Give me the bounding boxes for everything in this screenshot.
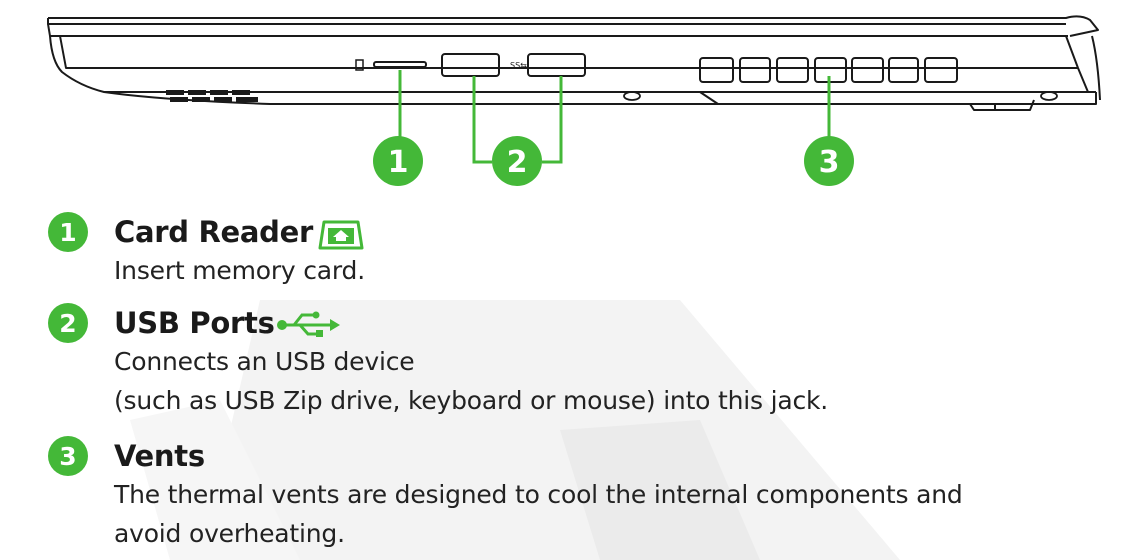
callout-title-usb-ports: USB Ports — [114, 306, 275, 340]
card-reader-slot — [355, 59, 427, 71]
usb-port-2 — [527, 53, 586, 77]
callout-desc-usb-ports-line-2: (such as USB Zip drive, keyboard or mous… — [114, 386, 829, 415]
marker-1: 1 — [373, 136, 423, 186]
usb-port-marking: SS⇆ — [510, 61, 527, 70]
svg-text:3: 3 — [819, 145, 840, 180]
callout-number-2: 2 — [48, 303, 88, 343]
svg-text:1: 1 — [388, 145, 409, 180]
usb-port-1 — [441, 53, 500, 77]
usb-icon — [277, 311, 340, 337]
callout-number-1: 1 — [48, 212, 88, 252]
card-reader-icon — [318, 220, 364, 250]
callout-title-card-reader: Card Reader — [114, 215, 314, 249]
svg-text:2: 2 — [507, 145, 528, 180]
marker-3: 3 — [804, 136, 854, 186]
laptop-side-view: SS⇆ 1 2 3 — [47, 15, 1101, 186]
callout-title-vents: Vents — [114, 439, 205, 473]
callout-desc-vents-line-2: avoid overheating. — [114, 519, 345, 548]
marker-2: 2 — [492, 136, 542, 186]
callout-desc-card-reader-line-1: Insert memory card. — [114, 256, 365, 285]
callout-desc-usb-ports-line-1: Connects an USB device — [114, 347, 415, 376]
callout-desc-vents-line-1: The thermal vents are designed to cool t… — [114, 480, 963, 509]
leader-line-2 — [472, 76, 563, 164]
callout-number-3: 3 — [48, 436, 88, 476]
